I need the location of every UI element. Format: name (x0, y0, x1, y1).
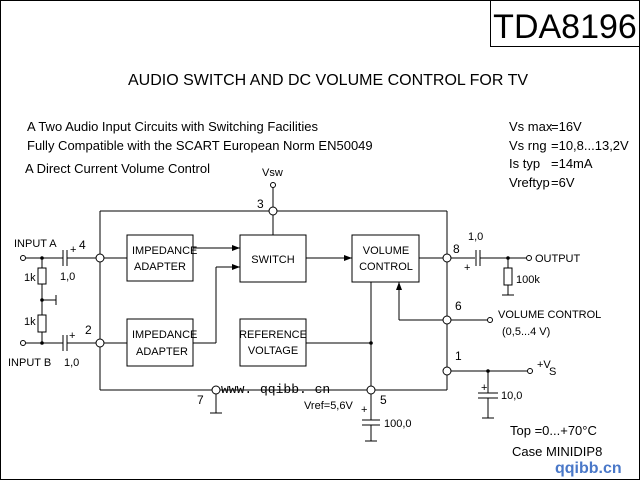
output-network: 8 + 1,0 OUTPUT 100k 6 VOLUME CONTROL (0,… (451, 231, 601, 419)
watermark-corner: qqibb.cn (555, 460, 622, 477)
output-label: OUTPUT (535, 253, 581, 265)
svg-text:S: S (549, 366, 556, 378)
cap-output-value: 1,0 (468, 231, 483, 243)
svg-text:1k: 1k (24, 316, 36, 328)
output-terminal[interactable] (526, 255, 532, 261)
arrow-icon (232, 245, 240, 251)
pin-4-label: 4 (79, 238, 86, 252)
internal-wiring (104, 215, 443, 386)
resistor-r2 (37, 314, 47, 333)
reference-network: 7 www. qqibb. cn 5 Vref=5,6V + 100,0 (197, 382, 412, 442)
spec-value: =10,8...13,2V (551, 138, 629, 153)
svg-text:1k: 1k (24, 272, 36, 284)
pin-2-label: 2 (85, 323, 92, 337)
feature-item: Fully Compatible with the SCART European… (27, 138, 373, 153)
arrow-icon (344, 255, 352, 261)
switch-block: SWITCH (239, 234, 307, 283)
pin-6-label: 6 (455, 299, 462, 313)
resistor-100k (503, 267, 513, 286)
spec-value: =6V (551, 175, 575, 190)
pin-5 (366, 385, 376, 395)
volume-control-terminal[interactable] (487, 317, 493, 323)
svg-text:IMPEDANCE: IMPEDANCE (132, 245, 197, 257)
feature-list: A Two Audio Input Circuits with Switchin… (25, 119, 373, 176)
feature-item: A Direct Current Volume Control (25, 161, 210, 176)
input-a-label: INPUT A (14, 238, 57, 250)
case-type: Case MINIDIP8 (512, 444, 602, 459)
cap-ref-value: 100,0 (384, 418, 412, 430)
spec-name: Vs rng (509, 138, 547, 153)
pin-1 (442, 366, 452, 376)
cap-vs-value: 10,0 (501, 390, 522, 402)
spec-value: =16V (551, 119, 582, 134)
svg-text:REFERENCE: REFERENCE (239, 329, 307, 341)
svg-text:IMPEDANCE: IMPEDANCE (132, 329, 197, 341)
input-a-terminal[interactable] (20, 255, 26, 261)
pin-8-label: 8 (453, 242, 460, 256)
spec-name: Is typ (509, 156, 540, 171)
svg-text:+: + (481, 382, 487, 394)
cap-input-a-value: 1,0 (60, 271, 75, 283)
cap-input-b-value: 1,0 (64, 357, 79, 369)
pin-6 (442, 315, 452, 325)
pin-3 (268, 206, 278, 216)
volume-control-block: VOLUME CONTROL (351, 234, 420, 283)
spec-list: Vs max =16V Vs rng =10,8...13,2V Is typ … (509, 119, 629, 190)
svg-text:+: + (70, 244, 76, 256)
operating-temp: Top =0...+70°C (510, 423, 597, 438)
svg-text:100k: 100k (516, 274, 540, 286)
volume-control-label: VOLUME CONTROL (498, 309, 601, 321)
volume-range-label: (0,5...4 V) (502, 326, 550, 338)
svg-text:+: + (361, 404, 367, 416)
pin-5-label: 5 (380, 393, 387, 407)
input-network: INPUT A + 4 1,0 1k 1k + 2 INPUT B 1,0 (8, 238, 96, 369)
pin-1-label: 1 (455, 349, 462, 363)
resistor-r1 (37, 267, 47, 285)
svg-text:VOLTAGE: VOLTAGE (248, 345, 298, 357)
subtitle: AUDIO SWITCH AND DC VOLUME CONTROL FOR T… (128, 72, 528, 89)
svg-text:ADAPTER: ADAPTER (134, 261, 186, 273)
input-b-label: INPUT B (8, 357, 51, 369)
part-number: TDA8196 (493, 8, 637, 46)
watermark-inline: www. qqibb. cn (221, 382, 330, 397)
pin-4 (95, 253, 105, 263)
svg-text:SWITCH: SWITCH (251, 254, 294, 266)
vs-label: +V (537, 359, 551, 371)
spec-name: Vs max (509, 119, 553, 134)
reference-voltage-block: REFERENCE VOLTAGE (239, 318, 307, 367)
vs-terminal[interactable] (527, 368, 533, 374)
pin-2 (95, 338, 105, 348)
svg-text:VOLUME: VOLUME (363, 245, 409, 257)
vref-label: Vref=5,6V (304, 400, 353, 412)
svg-text:CONTROL: CONTROL (359, 261, 413, 273)
arrow-icon (396, 282, 402, 290)
impedance-adapter-a: IMPEDANCE ADAPTER (126, 234, 197, 282)
vsw-terminal (270, 182, 276, 188)
feature-item: A Two Audio Input Circuits with Switchin… (27, 119, 318, 134)
arrow-icon (232, 264, 240, 270)
pin-3-label: 3 (257, 197, 264, 211)
vsw-label: Vsw (262, 167, 283, 179)
svg-text:ADAPTER: ADAPTER (136, 346, 188, 358)
pin-7-label: 7 (197, 393, 204, 407)
pin-7 (211, 385, 221, 395)
impedance-adapter-b: IMPEDANCE ADAPTER (126, 318, 197, 367)
pin-8 (442, 253, 452, 263)
input-b-terminal[interactable] (20, 340, 26, 346)
svg-text:+: + (69, 330, 75, 342)
svg-text:+: + (464, 262, 470, 274)
spec-name: Vreftyp (509, 175, 550, 190)
spec-value: =14mA (551, 156, 593, 171)
